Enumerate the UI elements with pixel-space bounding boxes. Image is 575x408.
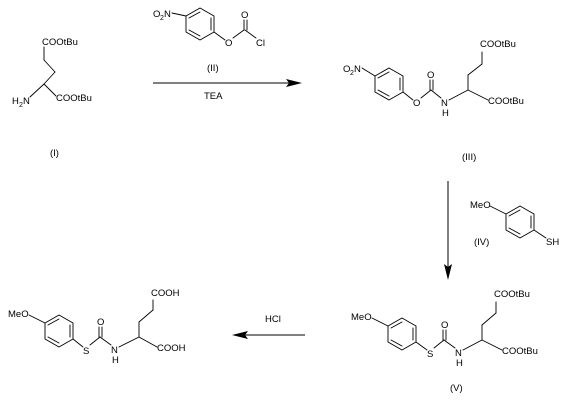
arrow-step2 (444, 181, 452, 280)
V-carbonyl-O: O (441, 320, 448, 331)
III-NH-N: N (441, 98, 448, 109)
P-S: S (83, 346, 89, 357)
II-nitro-N: N (164, 9, 171, 20)
arrow-step4: HCl (232, 314, 305, 339)
V-ester-bottom: COOtBu (502, 346, 538, 357)
reagent-TEA: TEA (204, 91, 223, 102)
II-ester-O: O (225, 38, 232, 49)
P-NH-N: N (111, 345, 118, 356)
label-IV: (IV) (474, 237, 489, 248)
arrow-step1: TEA (153, 79, 302, 102)
compound-I: COOtBu COOtBu H 2 N (I) (12, 37, 92, 159)
V-NH-N: N (455, 348, 462, 359)
I-amine-subscript: 2 (19, 102, 23, 109)
compound-IV: MeO SH (IV) (470, 200, 559, 248)
V-MeO: MeO (351, 312, 372, 323)
label-V: (V) (450, 383, 463, 394)
II-nitro-O: O (153, 9, 160, 20)
label-III: (III) (462, 152, 476, 163)
III-ester-O: O (413, 98, 420, 109)
IV-SH: SH (546, 237, 559, 248)
III-ester-bottom: COOtBu (488, 96, 524, 107)
label-I: (I) (50, 148, 59, 159)
I-amine-H: H (12, 96, 19, 107)
P-NH-H: H (112, 355, 119, 366)
compound-III: O 2 N O O N H COOtBu COOtBu (III) (343, 39, 524, 163)
III-nitro-subscript: 2 (350, 70, 354, 77)
V-NH-H: H (456, 358, 463, 369)
compound-V: MeO S O N H COOtBu COOtBu (V) (351, 289, 538, 394)
P-carbonyl-O: O (97, 317, 104, 328)
II-Cl: Cl (256, 38, 265, 49)
V-S: S (427, 349, 433, 360)
label-II: (II) (207, 63, 219, 74)
reagent-HCl: HCl (265, 314, 281, 325)
P-MeO: MeO (8, 309, 29, 320)
P-acid-bottom: COOH (157, 343, 186, 354)
product-acid: MeO S O N H COOH COOH (8, 288, 186, 366)
P-acid-top: COOH (151, 288, 180, 299)
III-nitro-N: N (354, 64, 361, 75)
II-carbonyl-O: O (241, 10, 248, 21)
I-ester-bottom: COOtBu (56, 93, 92, 104)
III-nitro-O: O (343, 64, 350, 75)
V-ester-top: COOtBu (494, 289, 530, 300)
II-nitro-subscript: 2 (160, 15, 164, 22)
III-NH-H: H (442, 108, 449, 119)
III-carbonyl-O: O (427, 70, 434, 81)
I-ester-top: COOtBu (42, 37, 78, 48)
IV-MeO: MeO (470, 200, 491, 211)
compound-II: O 2 N O O Cl (II) (153, 7, 265, 74)
III-ester-top: COOtBu (480, 39, 516, 50)
I-amine-N: N (23, 96, 30, 107)
